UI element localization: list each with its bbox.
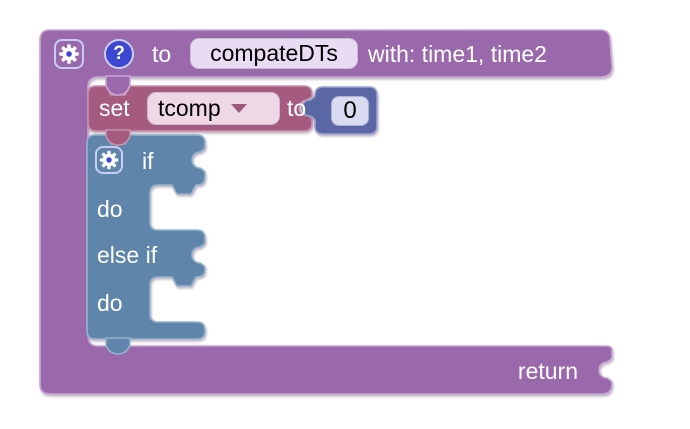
if-mutator-gear-button[interactable] [95,146,123,174]
do-label: do [97,195,123,222]
help-icon[interactable]: ? [104,39,134,69]
dropdown-arrow-icon [230,104,247,113]
mutator-gear-button[interactable] [54,39,84,69]
help-question-mark: ? [113,43,125,64]
variable-dropdown-value: tcomp [158,95,221,121]
do2-label: do [97,289,123,316]
if-block-shape[interactable] [86,134,206,340]
set-block-bottom-tab [105,129,131,146]
procedure-block-shape[interactable] [39,29,613,395]
procedure-name-field[interactable]: compateDTs [190,38,358,69]
procedure-statement-tab [105,75,131,96]
else-if-label: else if [97,241,158,268]
proc-params-label: with: time1, time2 [368,40,547,67]
number-value-field[interactable]: 0 [331,96,369,126]
if-block-bottom-tab [105,337,131,355]
return-label: return [517,357,578,384]
variable-dropdown-field[interactable]: tcomp [147,92,280,125]
set-label: set [99,95,130,121]
proc-to-label: to [152,40,172,67]
if-label: if [142,147,154,174]
set-to-label: to [287,95,307,121]
